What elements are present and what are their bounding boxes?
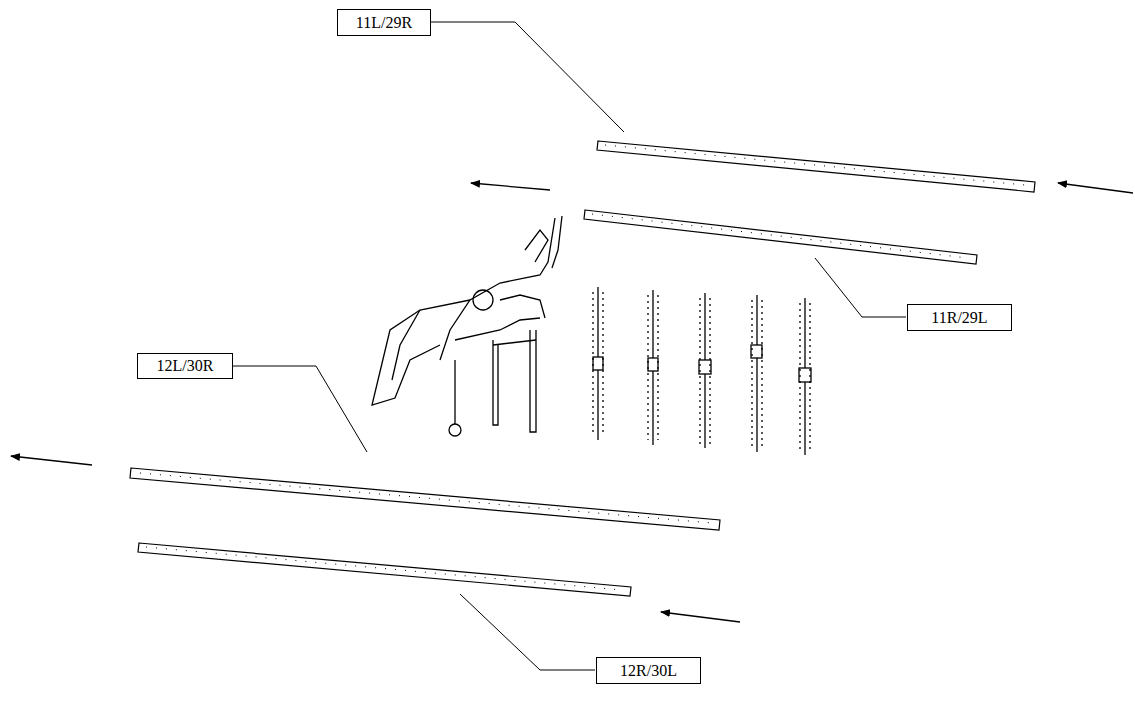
runway: [138, 543, 631, 596]
runway: [130, 468, 720, 530]
runway-texture: [140, 145, 1025, 590]
runway-label: 12R/30L: [620, 661, 677, 680]
label-box: 11L/29R: [337, 9, 431, 36]
label-box: 11R/29L: [907, 304, 1012, 331]
label-box: 12L/30R: [137, 353, 233, 379]
runway-label: 11L/29R: [356, 13, 412, 32]
runway-label: 12L/30R: [157, 356, 214, 375]
runway: [130, 141, 1035, 596]
aircraft-topview: [593, 287, 811, 455]
aircraft-sketch: [372, 216, 562, 436]
direction-arrow: [11, 183, 1133, 622]
label-box: 12R/30L: [596, 657, 701, 684]
runway: [597, 141, 1035, 192]
leader-line: [233, 22, 906, 670]
runway: [584, 210, 977, 264]
runway-label: 11R/29L: [931, 308, 987, 327]
